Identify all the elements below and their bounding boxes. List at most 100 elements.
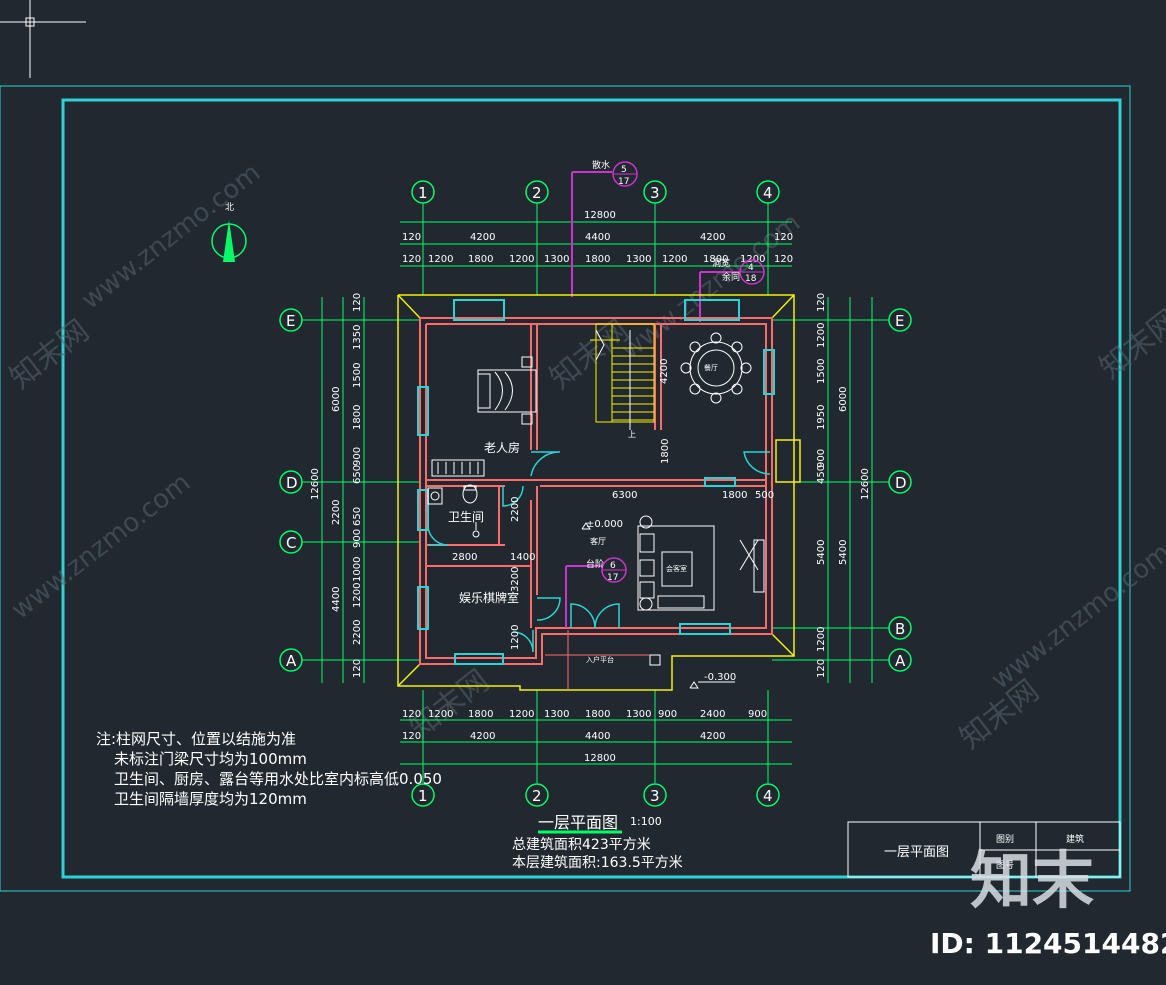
callout-right-label2: 余同 bbox=[722, 271, 740, 283]
dim-right-fine-7: 1200 bbox=[816, 627, 827, 652]
dim-top-fine-2: 1800 bbox=[468, 254, 493, 265]
dim-left-fine-11: 120 bbox=[352, 659, 363, 678]
dim-right-fine-3: 1950 bbox=[816, 405, 827, 430]
dim-top-mid-0: 120 bbox=[402, 232, 421, 243]
callout-top-num: 5 bbox=[621, 165, 627, 175]
axis-left-A: A bbox=[286, 652, 297, 670]
dim-bot-fine-9: 900 bbox=[748, 709, 767, 720]
dim-left-fine-0: 120 bbox=[352, 293, 363, 312]
room-entertainment: 娱乐棋牌室 bbox=[459, 590, 519, 605]
axis-bottom-4: 4 bbox=[763, 787, 773, 805]
dim-left-fine-6: 650 bbox=[352, 507, 363, 526]
dim-left-total: 12600 bbox=[310, 468, 321, 500]
dim-right-fine-1: 1200 bbox=[816, 323, 827, 348]
note-2: 卫生间、厨房、露台等用水处比室内标高低0.050 bbox=[114, 770, 442, 788]
dim-bot-mid-0: 120 bbox=[402, 731, 421, 742]
dim-int-4: 500 bbox=[755, 490, 774, 501]
axis-left-C: C bbox=[286, 534, 296, 552]
dim-bot-fine-8: 2400 bbox=[700, 709, 725, 720]
sheet-border bbox=[0, 85, 1131, 892]
dim-top-mid-3: 4200 bbox=[700, 232, 725, 243]
axis-top-1: 1 bbox=[418, 184, 428, 202]
axis-bottom-1: 1 bbox=[418, 787, 428, 805]
title-block-name: 一层平面图 bbox=[884, 845, 949, 860]
dim-bot-mid-3: 4200 bbox=[700, 731, 725, 742]
bed-icon bbox=[477, 356, 537, 425]
axis-left-E: E bbox=[286, 312, 295, 330]
drawing-title-block: 一层平面图 1:100 总建筑面积423平方米 本层建筑面积:163.5平方米 bbox=[512, 813, 683, 871]
svg-text:www.znzmo.com: www.znzmo.com bbox=[76, 158, 266, 316]
axis-top-2: 2 bbox=[532, 184, 542, 202]
axis-bottom-3: 3 bbox=[650, 787, 660, 805]
dining-table-icon bbox=[680, 332, 752, 404]
dim-left-fine-9: 1200 bbox=[352, 583, 363, 608]
dim-top-fine-4: 1300 bbox=[544, 254, 569, 265]
axis-top-3: 3 bbox=[650, 184, 660, 202]
top-axis-bubbles bbox=[411, 180, 780, 204]
column-marker bbox=[649, 654, 661, 666]
dim-top-mid-4: 120 bbox=[774, 232, 793, 243]
title-block-table: 一层平面图 图别 建筑 图号 bbox=[847, 821, 1121, 878]
north-label: 北 bbox=[225, 202, 234, 213]
dim-bot-fine-7: 900 bbox=[658, 709, 677, 720]
dim-top-fine-6: 1300 bbox=[626, 254, 651, 265]
axis-right-A: A bbox=[895, 652, 906, 670]
callout-right-sheet: 18 bbox=[745, 274, 757, 284]
watermark-id: ID: 1124514482 bbox=[930, 927, 1166, 960]
dim-top-fine-1: 1200 bbox=[428, 254, 453, 265]
drawing-frame bbox=[61, 98, 1122, 879]
exterior-walls bbox=[419, 317, 773, 665]
windows bbox=[417, 299, 775, 665]
room-elder: 老人房 bbox=[484, 440, 520, 455]
dim-int-5: 2200 bbox=[510, 497, 521, 522]
axis-right-B: B bbox=[895, 620, 905, 638]
dim-right-fine-6: 5400 bbox=[816, 540, 827, 565]
watermark-group: www.znzmo.com www.znzmo.com www.znzmo.co… bbox=[3, 158, 1166, 757]
svg-text:知末网: 知末网 bbox=[543, 313, 635, 396]
dim-int-2: 6300 bbox=[612, 490, 637, 501]
dim-int-3: 1800 bbox=[722, 490, 747, 501]
top-dimension-lines bbox=[400, 203, 792, 295]
axis-right-D: D bbox=[895, 474, 907, 492]
dim-bot-mid-1: 4200 bbox=[470, 731, 495, 742]
north-arrow-icon: 北 bbox=[211, 202, 247, 262]
notes-block: 注:柱网尺寸、位置以结施为准 未标注门梁尺寸均为100mm 卫生间、厨房、露台等… bbox=[96, 730, 442, 808]
dim-right-fine-8: 120 bbox=[816, 659, 827, 678]
cursor-crosshair-icon bbox=[0, 0, 86, 78]
note-1: 未标注门梁尺寸均为100mm bbox=[114, 750, 307, 768]
dim-bot-fine-1: 1200 bbox=[428, 709, 453, 720]
svg-text:知末网: 知末网 bbox=[3, 313, 95, 396]
room-living: 客厅 bbox=[590, 536, 606, 546]
dim-top-fine-3: 1200 bbox=[509, 254, 534, 265]
callout-step-label: 台阶 bbox=[586, 558, 604, 570]
doors bbox=[427, 451, 771, 653]
dim-bot-fine-2: 1800 bbox=[468, 709, 493, 720]
dim-right-fine-5: 450 bbox=[816, 465, 827, 484]
dim-left-fine-4: 900 bbox=[352, 447, 363, 466]
dim-left-fine-5: 650 bbox=[352, 465, 363, 484]
sofa-set-icon bbox=[637, 515, 765, 611]
stair-up-label: 上 bbox=[628, 430, 636, 439]
total-area: 总建筑面积423平方米 bbox=[512, 837, 651, 853]
dim-int-1: 1800 bbox=[660, 439, 671, 464]
title-block-sub: 图号 bbox=[996, 860, 1014, 871]
level-markers bbox=[581, 522, 735, 689]
dim-bot-fine-4: 1300 bbox=[544, 709, 569, 720]
dim-top-total: 12800 bbox=[584, 210, 616, 221]
dim-left-mid-2: 4400 bbox=[331, 587, 342, 612]
axis-left-D: D bbox=[286, 474, 298, 492]
drawing-scale: 1:100 bbox=[630, 815, 662, 828]
toilet-icon bbox=[427, 484, 480, 538]
level-main: ±0.000 bbox=[586, 519, 623, 530]
dim-int-0: 4200 bbox=[659, 359, 670, 384]
dim-bot-mid-2: 4400 bbox=[585, 731, 610, 742]
dim-top-fine-10: 120 bbox=[774, 254, 793, 265]
note-3: 卫生间隔墙厚度均为120mm bbox=[114, 790, 307, 808]
callout-top-label: 散水 bbox=[592, 159, 610, 171]
room-entry: 入户平台 bbox=[586, 655, 614, 664]
svg-text:www.znzmo.com: www.znzmo.com bbox=[986, 538, 1166, 696]
bottom-dimension-lines bbox=[400, 690, 792, 783]
dim-right-fine-0: 120 bbox=[816, 293, 827, 312]
dim-int-8: 3200 bbox=[510, 567, 521, 592]
